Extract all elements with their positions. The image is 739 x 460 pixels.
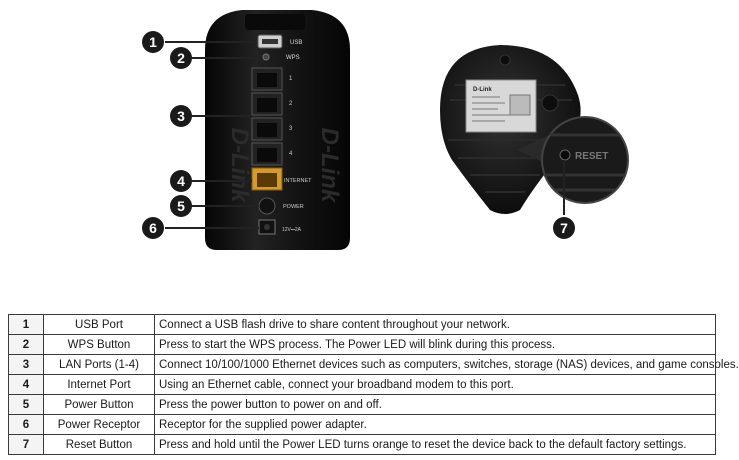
- svg-text:3: 3: [177, 108, 185, 124]
- part-name: LAN Ports (1-4): [43, 354, 155, 375]
- callout-badge-3: 3: [170, 105, 192, 127]
- wps-button: [262, 53, 270, 61]
- reset-button: [559, 149, 571, 161]
- row-number: 6: [8, 414, 44, 435]
- part-name: Reset Button: [43, 434, 155, 455]
- callout-lines: [165, 41, 262, 229]
- router-figure: D-Link D-Link USB WPS 1 2 3 4 INTERNET P…: [142, 10, 629, 250]
- lan-number-4: 4: [289, 151, 293, 157]
- part-name: Power Receptor: [43, 414, 155, 435]
- row-number: 7: [8, 434, 44, 455]
- parts-table: 1 USB Port Connect a USB flash drive to …: [8, 314, 739, 455]
- svg-text:6: 6: [149, 220, 157, 236]
- part-description: Connect a USB flash drive to share conte…: [154, 314, 716, 335]
- table-row: 2 WPS Button Press to start the WPS proc…: [8, 334, 716, 355]
- table-row: 5 Power Button Press the power button to…: [8, 394, 716, 415]
- power-button: [258, 197, 276, 215]
- callout-badge-5: 5: [170, 195, 192, 217]
- lan-ports: [251, 67, 283, 166]
- table-row: 7 Reset Button Press and hold until the …: [8, 434, 716, 455]
- part-name: Power Button: [43, 394, 155, 415]
- row-number: 3: [8, 354, 44, 375]
- router-bottom-view: D-Link RESET: [440, 45, 629, 214]
- callout-badge-6: 6: [142, 217, 164, 239]
- lan-number-3: 3: [289, 126, 293, 132]
- svg-text:5: 5: [177, 198, 185, 214]
- part-name: USB Port: [43, 314, 155, 335]
- table-row: 3 LAN Ports (1-4) Connect 10/100/1000 Et…: [8, 354, 739, 375]
- callout-badge-4: 4: [170, 170, 192, 192]
- sticker-brand: D-Link: [473, 87, 492, 93]
- lan-number-1: 1: [289, 76, 293, 82]
- router-back-view: D-Link D-Link USB WPS 1 2 3 4 INTERNET P…: [205, 10, 350, 250]
- svg-text:1: 1: [149, 34, 157, 50]
- part-description: Press to start the WPS process. The Powe…: [154, 334, 716, 355]
- part-description: Press the power button to power on and o…: [154, 394, 716, 415]
- row-number: 2: [8, 334, 44, 355]
- part-description: Connect 10/100/1000 Ethernet devices suc…: [154, 354, 739, 375]
- part-description: Press and hold until the Power LED turns…: [154, 434, 716, 455]
- brand-logo-right: D-Link: [316, 128, 343, 204]
- svg-text:2: 2: [177, 50, 185, 66]
- table-row: 6 Power Receptor Receptor for the suppli…: [8, 414, 716, 435]
- table-row: 1 USB Port Connect a USB flash drive to …: [8, 314, 716, 335]
- row-number: 5: [8, 394, 44, 415]
- part-name: Internet Port: [43, 374, 155, 395]
- part-description: Using an Ethernet cable, connect your br…: [154, 374, 716, 395]
- row-number: 1: [8, 314, 44, 335]
- brand-logo-left: D-Link: [226, 128, 253, 204]
- part-description: Receptor for the supplied power adapter.: [154, 414, 716, 435]
- svg-text:7: 7: [560, 220, 568, 236]
- callout-badge-7: 7: [553, 217, 575, 239]
- power-label: POWER: [283, 204, 304, 210]
- wps-label: WPS: [286, 55, 300, 61]
- lan-number-2: 2: [289, 101, 293, 107]
- svg-text:4: 4: [177, 173, 185, 189]
- callout-badge-2: 2: [170, 47, 192, 69]
- part-name: WPS Button: [43, 334, 155, 355]
- table-row: 4 Internet Port Using an Ethernet cable,…: [8, 374, 716, 395]
- row-number: 4: [8, 374, 44, 395]
- power-spec-label: 12V⎓2A: [282, 227, 302, 233]
- internet-label: INTERNET: [284, 178, 312, 184]
- usb-label: USB: [290, 40, 302, 46]
- callout-badge-1: 1: [142, 31, 164, 53]
- reset-label: RESET: [575, 151, 608, 162]
